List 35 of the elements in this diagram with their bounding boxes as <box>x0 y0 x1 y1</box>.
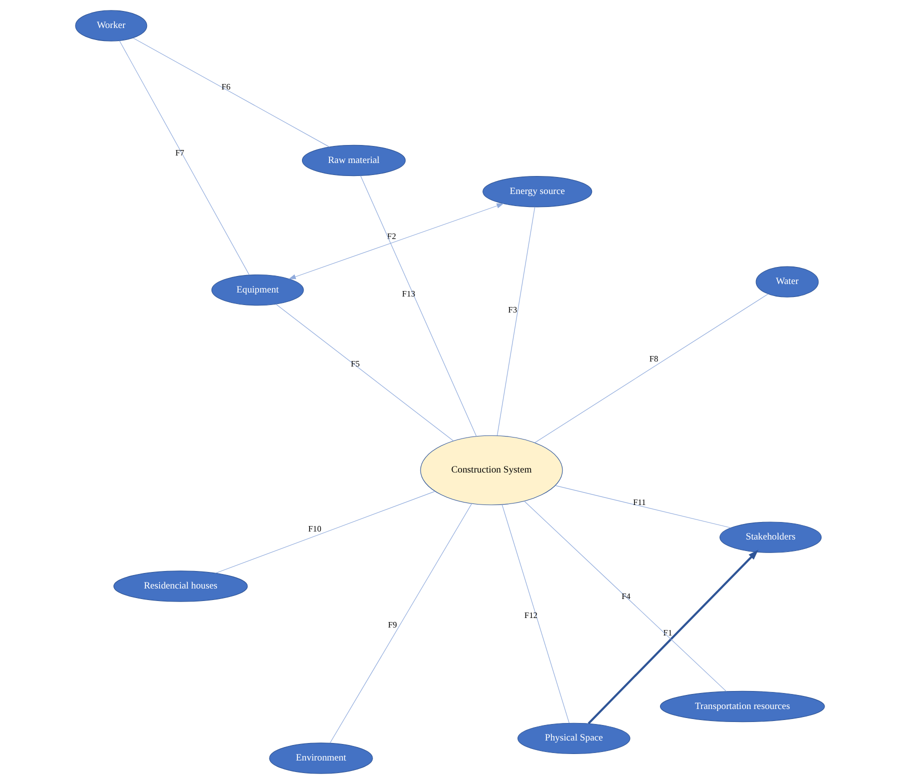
edge-label: F7 <box>174 147 184 158</box>
edge-label: F4 <box>621 590 630 601</box>
connector <box>214 491 435 574</box>
connector <box>554 485 731 528</box>
node-ellipse: Transportation resources <box>659 690 824 722</box>
edge-label: F5 <box>350 358 360 368</box>
edge-label: F9 <box>388 620 396 630</box>
connector <box>524 500 726 692</box>
node-ellipse: Construction System <box>420 435 562 506</box>
edge-label: F12 <box>524 610 538 620</box>
node-ellipse: Water <box>755 266 818 298</box>
edge-label: F8 <box>648 354 658 364</box>
connector <box>501 504 569 724</box>
node-ellipse: Raw material <box>301 144 406 176</box>
node-ellipse: Stakeholders <box>719 522 822 553</box>
edge-label: F11 <box>632 497 646 508</box>
node-ellipse: Physical Space <box>516 722 630 754</box>
edge-label: F10 <box>308 523 321 534</box>
node-ellipse: Residencial houses <box>112 570 248 602</box>
node-ellipse: Worker <box>74 10 147 42</box>
edge-label: F3 <box>508 304 517 314</box>
edge-label: F6 <box>221 82 230 92</box>
connector <box>534 294 768 444</box>
node-ellipse: Environment <box>268 742 372 774</box>
connector <box>118 40 250 276</box>
edge-label: F13 <box>402 288 415 298</box>
edge-label: F2 <box>386 231 396 242</box>
connector <box>132 38 330 148</box>
connector <box>496 206 535 436</box>
connector <box>329 503 472 744</box>
arrow <box>587 550 758 724</box>
connector <box>360 175 476 437</box>
arrow <box>288 203 504 280</box>
edge-label: F1 <box>662 628 672 638</box>
connector <box>275 304 454 442</box>
